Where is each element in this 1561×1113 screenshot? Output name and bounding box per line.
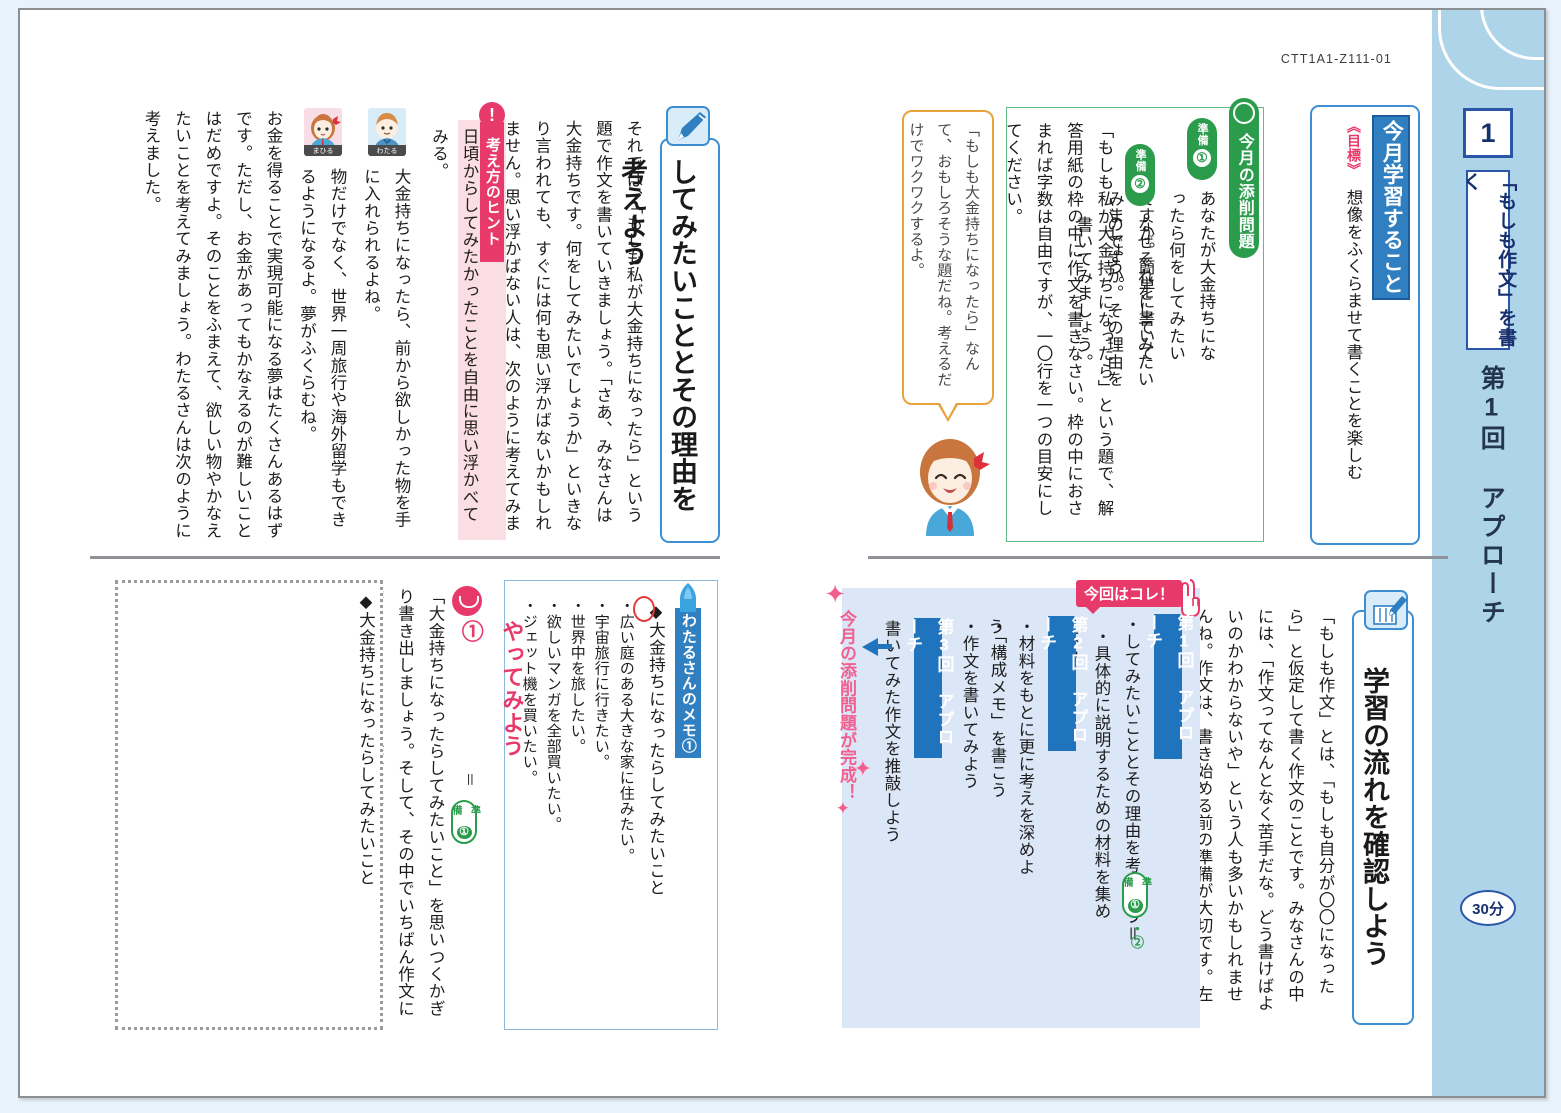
assignment-item-1-text: あなたが大金持ちになったら何をしてみたいですか。簡単に書いてみましょう。 bbox=[1105, 190, 1216, 362]
assignment-item-2-text: なぜそれをしてみたいのですか。その理由を書いてみましょう。 bbox=[1073, 216, 1154, 388]
sparkle-icon-3: ✦ bbox=[835, 799, 850, 818]
flow-step-1-ref-label: 準備 bbox=[1121, 877, 1151, 888]
flow-step-2-chip: 第2回 アプローチ bbox=[1037, 616, 1087, 751]
now-badge: 今回はコレ！ bbox=[1075, 580, 1182, 614]
flow-heading-text: 学習の流れを確認しよう bbox=[1359, 667, 1389, 967]
memo-pen-icon bbox=[673, 582, 703, 614]
memo-tab: わたるさんのメモ① bbox=[675, 608, 701, 758]
page-content: 今月学習すること 《目標》 想像をふくらませて書くことを楽しむ 今月の添削問題 … bbox=[20, 10, 1448, 1096]
sidebar-lesson-number: 1 bbox=[1463, 108, 1513, 158]
speech-bubble: 「もしも大金持ちになったら」なんて、おもしろそうな題だね。考えるだけでワクワクす… bbox=[902, 110, 994, 422]
time-badge: 30分 bbox=[1460, 890, 1516, 926]
try-ref-number: ① bbox=[456, 826, 472, 839]
flow-panel bbox=[842, 588, 1200, 1028]
flow-step-2-chip-text: 第2回 アプローチ bbox=[1037, 616, 1088, 744]
dialogue-1-text: 物だけでなく、世界一周旅行や海外留学もできるようになるよ。夢がふくらむね。 bbox=[297, 168, 347, 529]
study-goal-text: 想像をふくらませて書くことを楽しむ bbox=[1344, 189, 1363, 481]
flow-heading-box: 学習の流れを確認しよう bbox=[1352, 610, 1414, 1025]
try-title: やってみよう① bbox=[458, 620, 525, 758]
lesson-pencil-icon bbox=[666, 106, 710, 146]
flow-arrow-icon bbox=[862, 638, 878, 656]
avatar-watarou: わたる bbox=[368, 108, 406, 156]
document-code: CTT1A1-Z111-01 bbox=[1280, 52, 1392, 66]
sidebar-lesson-label: 第1回 アプローチ bbox=[1477, 365, 1506, 628]
flow-step-2-line-1: ・材料をもとに更に考えを深めよう bbox=[985, 618, 1035, 876]
hint-text: 日頃からしてみたかったことを自由に思い浮かべてみる。 bbox=[429, 128, 479, 523]
memo-tab-text: わたるさんのメモ① bbox=[679, 612, 697, 754]
study-chip: 今月学習すること bbox=[1372, 115, 1410, 300]
prep-badge-2-number: ② bbox=[1131, 174, 1149, 193]
lesson-heading-text: してみたいこととその理由を考えよう bbox=[617, 158, 697, 513]
memo-item-4: ・ジェット機を買いたい。 bbox=[520, 598, 537, 786]
try-ref-badge: 準備 ① bbox=[450, 800, 480, 844]
try-ref-label: 準備 bbox=[450, 805, 480, 816]
prep-badge-2-label: 準備 bbox=[1134, 149, 1147, 172]
flow-step-3-line-1: 書いてみた作文を推敲しよう bbox=[882, 620, 901, 844]
flow-step-1-ref-numbers: ・② bbox=[1129, 922, 1144, 950]
sparkle-icon-2: ✦ bbox=[853, 756, 872, 781]
lesson-heading-box: してみたいこととその理由を考えよう bbox=[617, 138, 720, 543]
sidebar-unit-title-text: 「もしも作文」を書く bbox=[1460, 172, 1517, 347]
lesson-intro-text: それでは、「もしも私が大金持ちになったら」という題で作文を書いていきましょう。「… bbox=[471, 120, 643, 532]
memo-item-1: ・宇宙旅行に行きたい。 bbox=[592, 598, 609, 770]
avatar-watarou-name: わたる bbox=[368, 145, 406, 156]
memo-item-3: ・欲しいマンガを全部買いたい。 bbox=[544, 598, 561, 832]
hint-tab: 考え方のヒント bbox=[480, 122, 504, 262]
memo-item-2: ・世界中を旅したい。 bbox=[568, 598, 585, 754]
lesson-closing-text: お金を得ることで実現可能になる夢はたくさんあるはずです。ただし、お金があってもか… bbox=[141, 110, 283, 539]
flow-step-1-line-1: ・してみたいこととその理由を考えよう＝ bbox=[1122, 616, 1141, 943]
girl-character-illustration bbox=[900, 428, 1000, 538]
assignment-tab: 今月の添削問題 bbox=[1229, 98, 1259, 258]
flow-step-2-line-3: ・作文を書いてみよう bbox=[960, 618, 979, 790]
hint-tab-text: 考え方のヒント bbox=[483, 137, 501, 247]
memo-title: ◆大金持ちになったらしてみたいこと bbox=[646, 602, 666, 897]
divider-right bbox=[868, 556, 1448, 559]
prep-badge-1-number: ① bbox=[1193, 148, 1211, 167]
prep-badge-1-label: 準備 bbox=[1196, 123, 1209, 146]
flow-step-1-chip-text: 第1回 アプローチ bbox=[1143, 614, 1194, 742]
flow-intro-text: 「もしも作文」とは、「もしも自分が〇〇になったら」と仮定して書く作文のことです。… bbox=[1163, 608, 1335, 1012]
try-equals: ＝ bbox=[460, 772, 477, 788]
pencil-icon bbox=[1364, 590, 1408, 630]
try-text: 「大金持ちになったらしてみたいこと」を思いつくかぎり書き出しましょう。そして、そ… bbox=[334, 588, 445, 1017]
speech-bubble-text: 「もしも大金持ちになったら」なんて、おもしろそうな題だね。考えるだけでワクワクす… bbox=[907, 122, 980, 388]
study-goal-label: 《目標》 bbox=[1346, 119, 1362, 178]
study-goal-box: 今月学習すること 《目標》 想像をふくらませて書くことを楽しむ bbox=[1310, 105, 1420, 545]
assignment-box: 今月の添削問題 準備 ① あなたが大金持ちになったら何をしてみたいですか。簡単に… bbox=[1003, 98, 1264, 542]
flow-step-2-line-2: ・「構成メモ」を書こう bbox=[988, 618, 1007, 799]
avatar-mahiru: まひる bbox=[304, 108, 342, 156]
prep-badge-2: 準備 ② bbox=[1125, 144, 1155, 206]
answer-area[interactable] bbox=[115, 580, 383, 1030]
flow-step-1-ref-badge: 準備 ① bbox=[1121, 872, 1151, 918]
sidebar: 1 「もしも作文」を書く 第1回 アプローチ 30分 bbox=[1432, 10, 1544, 1096]
study-chip-text: 今月学習すること bbox=[1380, 120, 1404, 295]
avatar-mahiru-name: まひる bbox=[304, 145, 342, 156]
try-icon bbox=[452, 586, 482, 616]
sidebar-unit-title: 「もしも作文」を書く bbox=[1460, 170, 1516, 350]
textbook-page: CTT1A1-Z111-01 1 「もしも作文」を書く 第1回 アプローチ 30… bbox=[18, 8, 1546, 1098]
flow-completion-text: 今月の添削問題が完成！ bbox=[837, 610, 856, 801]
prep-badge-1: 準備 ① bbox=[1187, 118, 1217, 180]
smiley-icon bbox=[1233, 102, 1255, 124]
exclamation-icon: ! bbox=[479, 102, 505, 128]
flow-step-3-chip-text: 第3回 アプローチ bbox=[903, 618, 954, 746]
assignment-tab-text: 今月の添削問題 bbox=[1235, 132, 1253, 250]
flow-step-1-ref-circle: ① bbox=[1127, 898, 1143, 913]
divider-left bbox=[90, 556, 720, 559]
memo-circle-marker bbox=[633, 596, 655, 622]
dialogue-0-text: 大金持ちになったら、前から欲しかった物を手に入れられるよね。 bbox=[361, 168, 411, 529]
assignment-prompt: 「もしも私が大金持ちになったら」という題で、解答用紙の枠の中に作文を書きなさい。… bbox=[1003, 122, 1114, 517]
answer-area-label: ◆大金持ちになったらしてみたいこと bbox=[356, 592, 376, 887]
sparkle-icon-1: ✦ bbox=[824, 580, 846, 609]
memo-item-0: ・広い庭のある大きな家に住みたい。 bbox=[617, 598, 634, 864]
flow-step-1-chip: 第1回 アプローチ bbox=[1143, 614, 1193, 759]
flow-step-3-chip: 第3回 アプローチ bbox=[903, 618, 953, 758]
flow-arrow-tail bbox=[876, 644, 892, 649]
pointing-hand-icon bbox=[1176, 576, 1208, 618]
